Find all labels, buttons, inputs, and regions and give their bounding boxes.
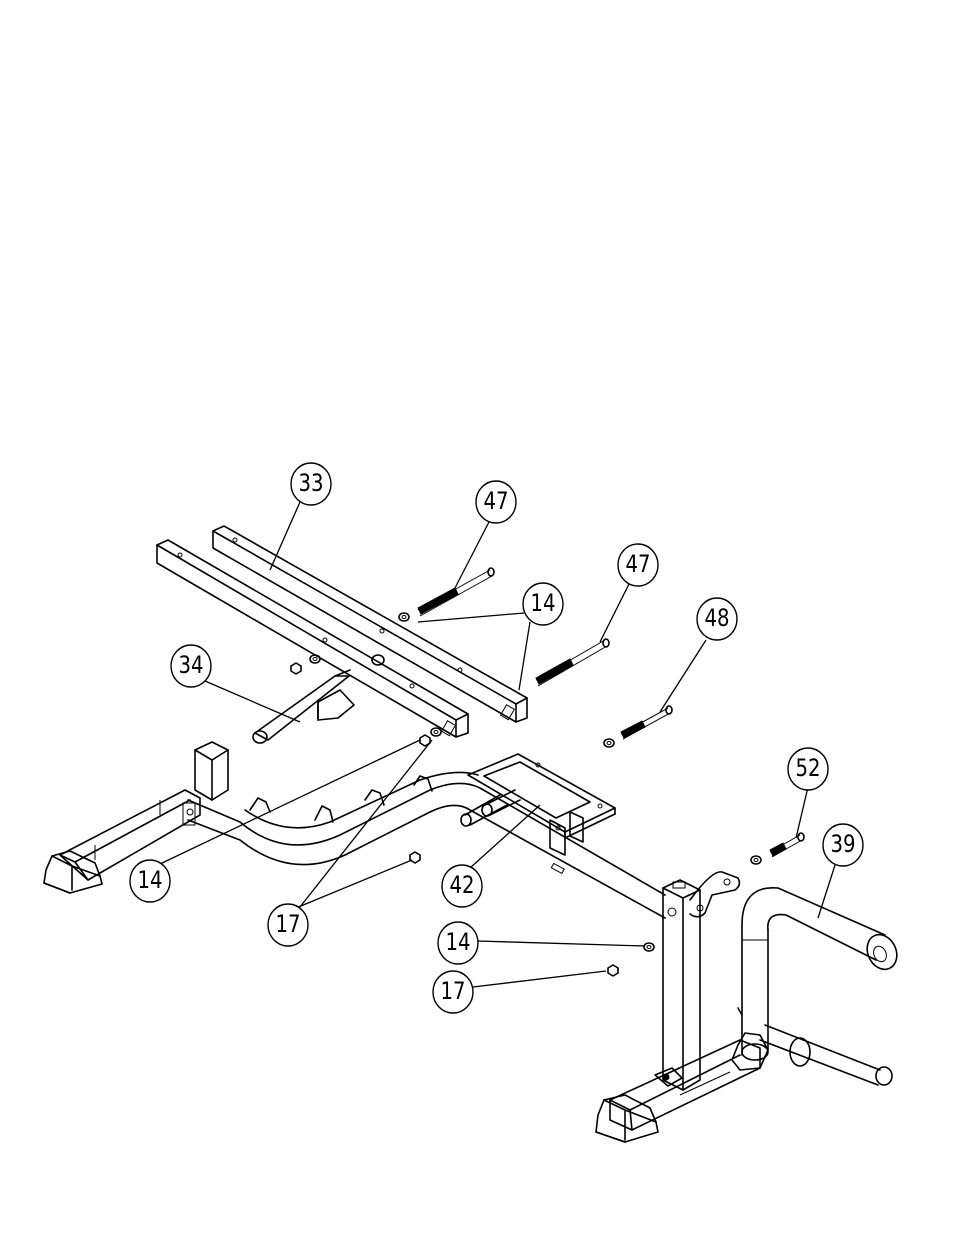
callout-14-left: 14 — [130, 860, 170, 902]
callout-label: 47 — [625, 551, 650, 578]
callout-17-left: 17 — [268, 904, 308, 946]
callout-label: 14 — [530, 590, 555, 617]
callout-label: 42 — [449, 872, 474, 899]
mounting-bracket-part-42 — [461, 754, 615, 855]
callout-14-lower: 14 — [438, 922, 478, 964]
callout-47-lower: 47 — [618, 544, 658, 586]
callout-14-upper: 14 — [523, 583, 563, 625]
callout-leaders — [160, 502, 836, 987]
callout-label: 17 — [275, 911, 300, 938]
callout-label: 48 — [704, 605, 729, 632]
callout-label: 34 — [178, 652, 203, 679]
callout-39: 39 — [823, 824, 863, 866]
callout-48: 48 — [697, 598, 737, 640]
callout-label: 33 — [298, 470, 323, 497]
callout-label: 14 — [137, 867, 162, 894]
callout-label: 14 — [445, 929, 470, 956]
callout-label: 17 — [440, 978, 465, 1005]
support-strut-part-34 — [253, 655, 384, 743]
callout-17-lower: 17 — [433, 971, 473, 1013]
callout-47-upper: 47 — [476, 481, 516, 523]
callout-label: 52 — [795, 755, 820, 782]
callout-label: 39 — [830, 831, 855, 858]
callout-42: 42 — [442, 865, 482, 907]
callout-33: 33 — [291, 463, 331, 505]
callout-52: 52 — [788, 748, 828, 790]
seat-rails-part-33 — [157, 526, 527, 737]
callout-label: 47 — [483, 488, 508, 515]
leg-tube-part-39 — [738, 888, 902, 1085]
callout-34: 34 — [171, 645, 211, 687]
